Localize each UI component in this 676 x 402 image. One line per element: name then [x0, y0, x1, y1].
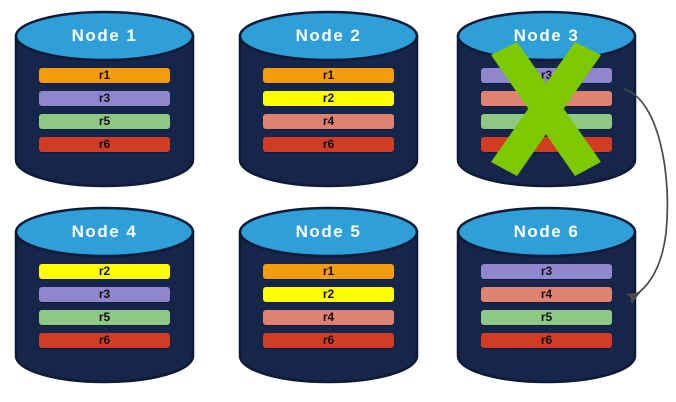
cylinder-top [238, 206, 419, 258]
replica-label: r6 [322, 333, 335, 347]
replica-label: r5 [98, 114, 111, 128]
node-cylinder-3[interactable]: Node 3r3r4r5r6 [455, 10, 638, 188]
replica-bar[interactable]: r5 [39, 114, 170, 129]
replica-bar[interactable]: r4 [263, 310, 394, 325]
replica-label: r4 [540, 287, 553, 301]
replica-bar[interactable]: r2 [263, 287, 394, 302]
replica-bar[interactable]: r1 [263, 264, 394, 279]
replica-label: r1 [98, 68, 111, 82]
replica-label: r2 [322, 287, 335, 301]
replica-list: r1 r2 r4 r6 [263, 264, 394, 356]
replica-bar[interactable]: r4 [263, 114, 394, 129]
replica-label: r3 [540, 68, 553, 82]
replica-label: r2 [98, 264, 111, 278]
replica-bar[interactable]: r5 [481, 310, 612, 325]
replica-label: r6 [540, 333, 553, 347]
replica-bar[interactable]: r6 [39, 137, 170, 152]
replica-bar[interactable]: r4 [481, 91, 612, 106]
replica-bar[interactable]: r2 [263, 91, 394, 106]
replica-label: r2 [322, 91, 335, 105]
replica-list: r3 r4 r5 r6 [481, 264, 612, 356]
replica-label: r4 [322, 310, 335, 324]
replica-bar[interactable]: r5 [39, 310, 170, 325]
cylinder-top [14, 10, 195, 62]
replica-label: r3 [98, 287, 111, 301]
replica-bar[interactable]: r2 [39, 264, 170, 279]
replica-bar[interactable]: r6 [481, 333, 612, 348]
replica-bar[interactable]: r3 [39, 91, 170, 106]
cylinder-top [456, 206, 637, 258]
replica-bar[interactable]: r4 [481, 287, 612, 302]
replica-bar[interactable]: r3 [481, 68, 612, 83]
replica-bar[interactable]: r1 [263, 68, 394, 83]
cylinder-top [14, 206, 195, 258]
cylinder-top [238, 10, 419, 62]
replica-list: r2 r3 r5 r6 [39, 264, 170, 356]
replica-bar[interactable]: r3 [39, 287, 170, 302]
replica-bar[interactable]: r1 [39, 68, 170, 83]
replica-bar[interactable]: r6 [263, 333, 394, 348]
cylinder-top [456, 10, 637, 62]
replica-label: r1 [322, 264, 335, 278]
replica-list: r1 r3 r5 r6 [39, 68, 170, 160]
replica-label: r5 [98, 310, 111, 324]
replica-list: r3 r4 r5 r6 [481, 68, 612, 160]
replica-bar[interactable]: r6 [263, 137, 394, 152]
replica-label: r5 [540, 310, 553, 324]
replica-label: r6 [98, 137, 111, 151]
replica-bar[interactable]: r3 [481, 264, 612, 279]
replica-bar[interactable]: r6 [481, 137, 612, 152]
replica-label: r6 [98, 333, 111, 347]
replica-label: r4 [322, 114, 335, 128]
replica-label: r3 [98, 91, 111, 105]
replica-bar[interactable]: r6 [39, 333, 170, 348]
replica-bar[interactable]: r5 [481, 114, 612, 129]
replica-label: r3 [540, 264, 553, 278]
replica-list: r1 r2 r4 r6 [263, 68, 394, 160]
replica-label: r1 [322, 68, 335, 82]
replica-label: r6 [322, 137, 335, 151]
